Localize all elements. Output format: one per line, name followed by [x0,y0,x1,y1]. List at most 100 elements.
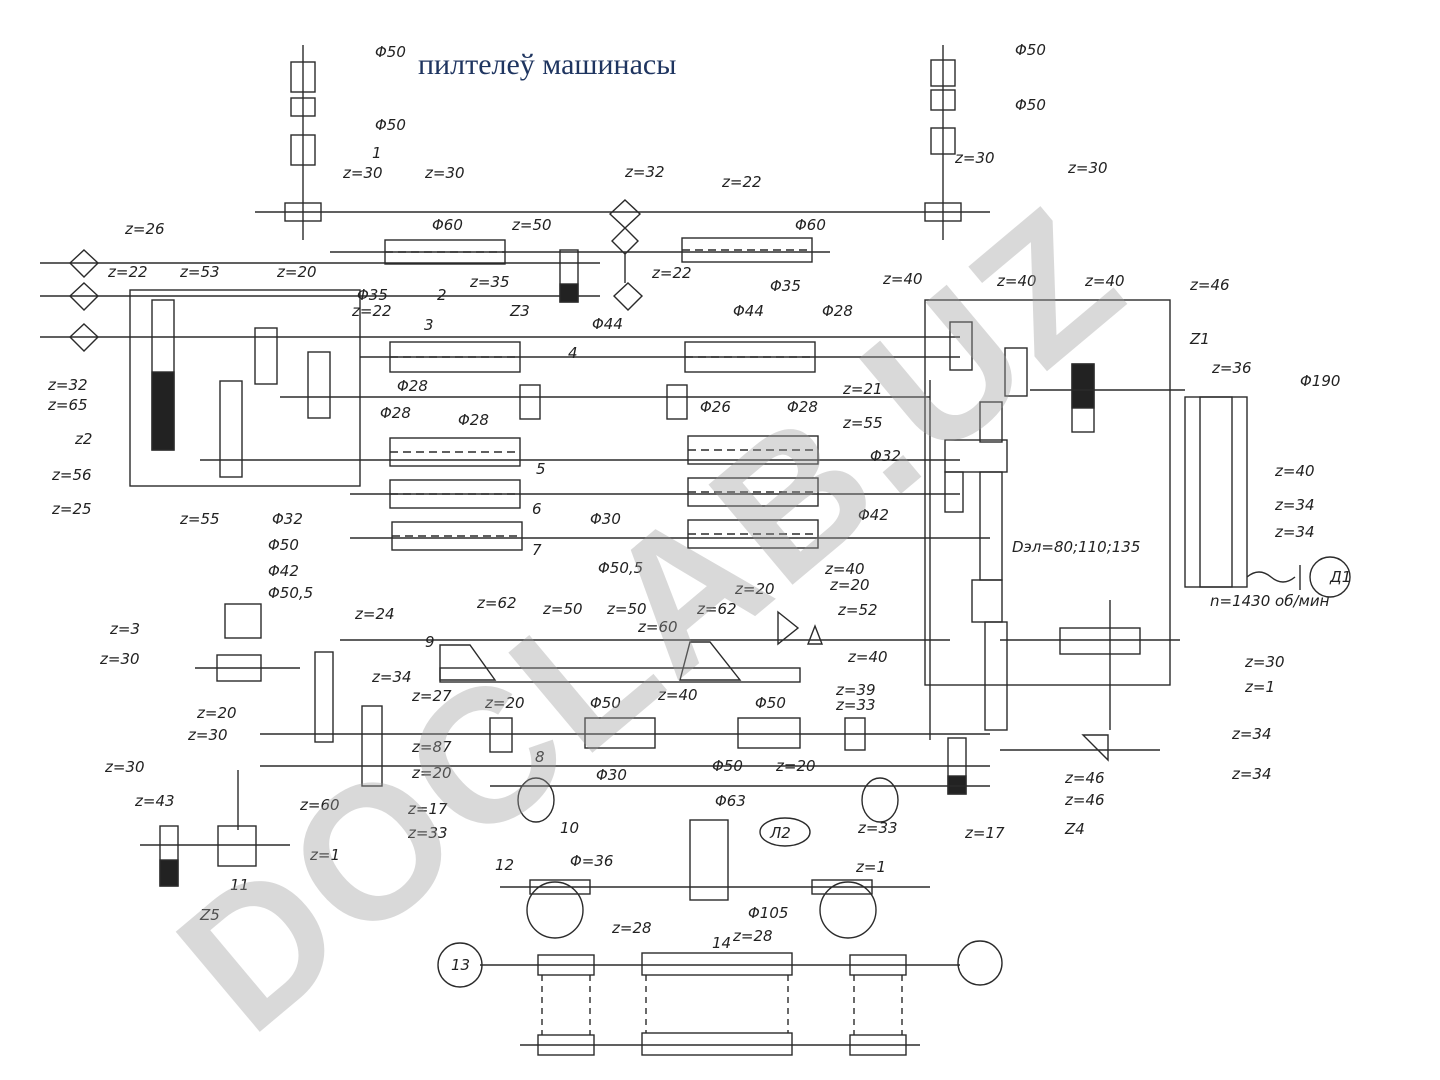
diagram-label: z=40 [847,648,888,666]
diagram-label: 10 [560,819,579,837]
diagram-label: Φ28 [380,404,411,422]
slide-title: пилтелеў машинасы [418,48,677,81]
diagram-label: 1 [372,144,382,162]
diagram-label: z=50 [542,600,583,618]
diagram-label: z=40 [657,686,698,704]
diagram-label: Φ105 [748,904,788,922]
diagram-label: z=65 [47,396,88,414]
diagram-label: Z3 [509,302,530,320]
diagram-label: Φ26 [700,398,731,416]
diagram-label: z=35 [469,273,510,291]
diagram-label: z=1 [309,846,340,864]
diagram-label: 11 [230,876,249,894]
diagram-label: z=28 [732,927,773,945]
diagram-label: z=27 [411,687,452,705]
diagram-label: Φ60 [795,216,826,234]
diagram-label: Φ50 [375,43,406,61]
diagram-label: z=50 [606,600,647,618]
diagram-label: z=33 [407,824,448,842]
diagram-label: z=1 [855,858,886,876]
diagram-label: z=21 [842,380,883,398]
diagram-label: z2 [74,430,92,448]
diagram-label: z=20 [196,704,237,722]
diagram-label: Φ30 [590,510,621,528]
diagram-label: z=53 [179,263,220,281]
diagram-label: z=22 [351,302,392,320]
diagram-label: 13 [451,956,470,974]
diagram-label: z=22 [107,263,148,281]
diagram-label: Φ50,5 [598,559,643,577]
diagram-label: z=26 [124,220,165,238]
diagram-label: z=36 [1211,359,1252,377]
diagram-label: Z5 [199,906,220,924]
diagram-label: 5 [536,460,546,478]
diagram-label: z=60 [299,796,340,814]
diagram-label: z=28 [611,919,652,937]
diagram-label: z=3 [109,620,140,638]
diagram-label: 8 [535,748,545,766]
diagram-label: z=62 [476,594,517,612]
diagram-label: Φ35 [770,277,801,295]
diagram-label: Φ35 [357,286,388,304]
diagram-linework [40,45,1351,1056]
diagram-label: Φ50 [375,116,406,134]
diagram-label: 4 [568,344,578,362]
diagram-label: z=30 [1067,159,1108,177]
diagram-label: Φ32 [272,510,303,528]
diagram-label: z=40 [996,272,1037,290]
diagram-label: Φ28 [397,377,428,395]
diagram-label: z=30 [187,726,228,744]
diagram-label: z=55 [842,414,883,432]
diagram-label: z=30 [424,164,465,182]
diagram-label: z=87 [411,738,452,756]
diagram-label: 2 [437,286,447,304]
diagram-label: Φ190 [1300,372,1340,390]
diagram-label: z=50 [511,216,552,234]
diagram-label: 7 [532,541,542,559]
diagram-label: 12 [495,856,514,874]
diagram-label: Φ50 [1015,96,1046,114]
roller-row-7 [350,519,990,551]
diagram-label: Φ28 [822,302,853,320]
diagram-label: z=17 [964,824,1005,842]
diagram-label: z=30 [954,149,995,167]
diagram-label: Φ60 [432,216,463,234]
diagram-label: 3 [424,316,434,334]
diagram-label: z=20 [276,263,317,281]
diagram-label: z=40 [1084,272,1125,290]
diagram-label: z=40 [882,270,923,288]
diagram-label: Φ=36 [570,852,613,870]
diagram-label: z=34 [1231,765,1272,783]
diagram-label: z=46 [1064,769,1105,787]
diagram-label: Φ32 [870,447,901,465]
diagram-label: Φ28 [787,398,818,416]
diagram-label: z=20 [484,694,525,712]
diagram-label: 9 [425,633,435,651]
diagram-label: z=32 [47,376,88,394]
diagram-label: z=40 [1274,462,1315,480]
diagram-label: Φ50 [1015,41,1046,59]
diagram-label: Д1 [1329,568,1351,586]
diagram-label: z=17 [407,800,448,818]
diagram-label: Φ63 [715,792,746,810]
diagram-label: z=33 [835,696,876,714]
diagram-label: z=30 [1244,653,1285,671]
diagram-label: Φ42 [268,562,299,580]
diagram-label: Φ28 [458,411,489,429]
diagram-label: z=33 [857,819,898,837]
diagram-label: z=43 [134,792,175,810]
diagram-label: z=40 [824,560,865,578]
diagram-label: z=20 [411,764,452,782]
diagram-label: z=46 [1064,791,1105,809]
diagram-label: z=1 [1244,678,1275,696]
diagram-label: z=34 [1231,725,1272,743]
diagram-label: Z4 [1064,820,1085,838]
roller-row-6 [350,477,960,509]
diagram-label: z=30 [104,758,145,776]
roller-row-5 [200,435,960,467]
diagram-label: z=24 [354,605,395,623]
diagram-label: Φ50 [268,536,299,554]
